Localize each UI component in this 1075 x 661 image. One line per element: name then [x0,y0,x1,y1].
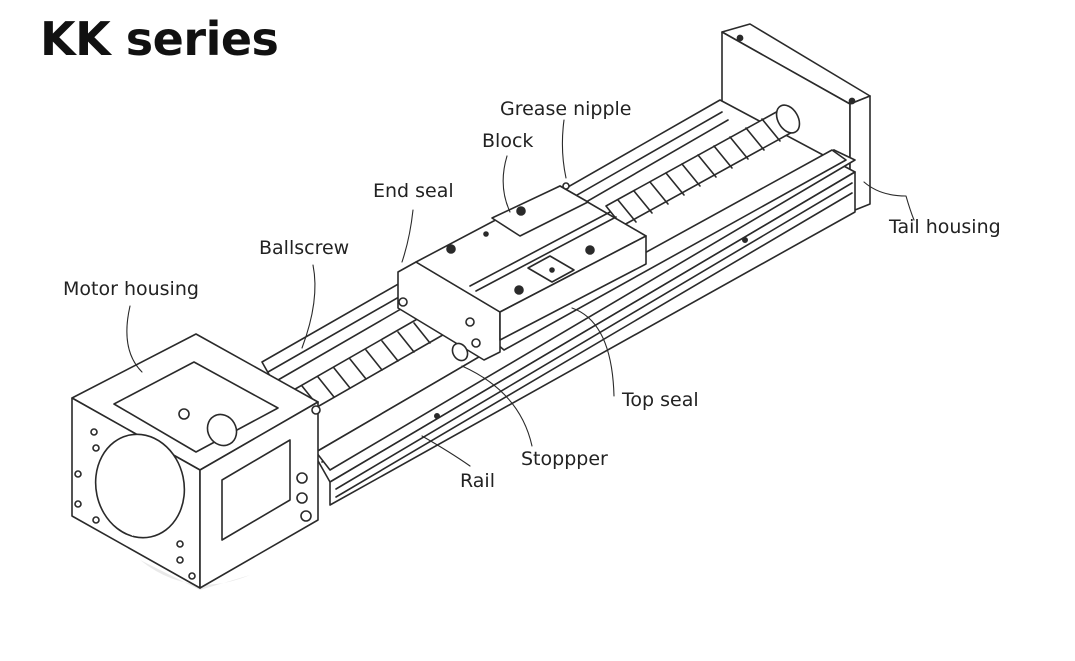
label-rail: Rail [460,470,495,492]
label-block: Block [482,130,534,152]
leader-rail [421,435,471,467]
leader-tail-housing [863,181,915,221]
ballscrew-rear [605,104,801,227]
leader-top-seal [571,307,615,397]
label-stopper: Stoppper [521,448,608,470]
block [397,182,647,362]
label-tail-housing: Tail housing [889,216,1001,238]
motor-housing [71,333,321,589]
leader-lines [126,119,915,467]
label-grease-nipple: Grease nipple [500,98,632,120]
leader-block [502,155,511,213]
leader-grease-nipple [561,119,567,179]
leader-stopper [461,365,533,447]
leader-end-seal [401,209,414,263]
label-motor-housing: Motor housing [63,278,199,300]
page-title: KK series [40,12,279,66]
leader-motor-housing [126,305,143,373]
label-top-seal: Top seal [622,389,699,411]
label-ballscrew: Ballscrew [259,237,350,259]
leader-ballscrew [301,264,316,349]
label-end-seal: End seal [373,180,454,202]
